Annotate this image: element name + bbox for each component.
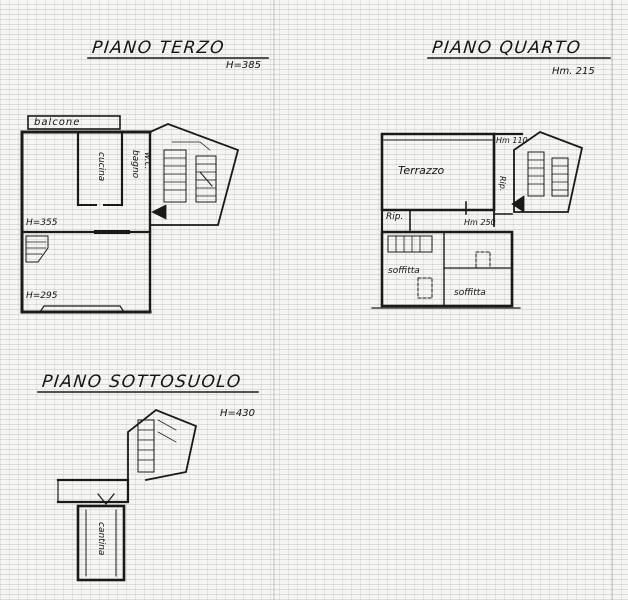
bathroom-label: bagno (130, 150, 140, 179)
wc-label: w.c. (142, 152, 152, 170)
storage-left-label: Rip. (386, 212, 404, 222)
attic-left-label: soffitta (388, 266, 420, 276)
kitchen-label: cucina (96, 152, 106, 182)
third-floor-height: H=385 (226, 60, 261, 71)
basement-corridor-outline (56, 478, 130, 504)
basement-height: H=430 (220, 408, 255, 419)
fourth-floor-title: PIANO QUARTO (430, 38, 583, 58)
fourth-height-250: Hm 250 (464, 218, 496, 227)
plan-fourth-floor (371, 130, 584, 309)
attic-right-label: soffitta (454, 288, 486, 298)
third-stairwell-outline (148, 123, 240, 226)
fourth-floor-height: Hm. 215 (552, 66, 595, 77)
fourth-height-110: Hm 110 (496, 136, 528, 145)
plan-third-floor (20, 115, 240, 314)
plan-basement (56, 408, 198, 582)
balcony-label: balcone (34, 117, 81, 128)
basement-title: PIANO SOTTOSUOLO (40, 372, 243, 392)
terrace-label: Terrazzo (398, 164, 445, 177)
cellar-label: cantina (96, 522, 106, 556)
fourth-stairwell-outline (513, 130, 584, 213)
cellar-outline (76, 504, 126, 582)
attic-block-outline (380, 230, 514, 308)
balcony-outline (27, 115, 121, 130)
third-height-295: H=295 (26, 291, 58, 301)
basement-stairwell-outline (127, 408, 198, 482)
third-height-355: H=355 (26, 218, 58, 228)
storage-right-label: Rip. (498, 176, 507, 192)
third-floor-title: PIANO TERZO (90, 38, 226, 58)
